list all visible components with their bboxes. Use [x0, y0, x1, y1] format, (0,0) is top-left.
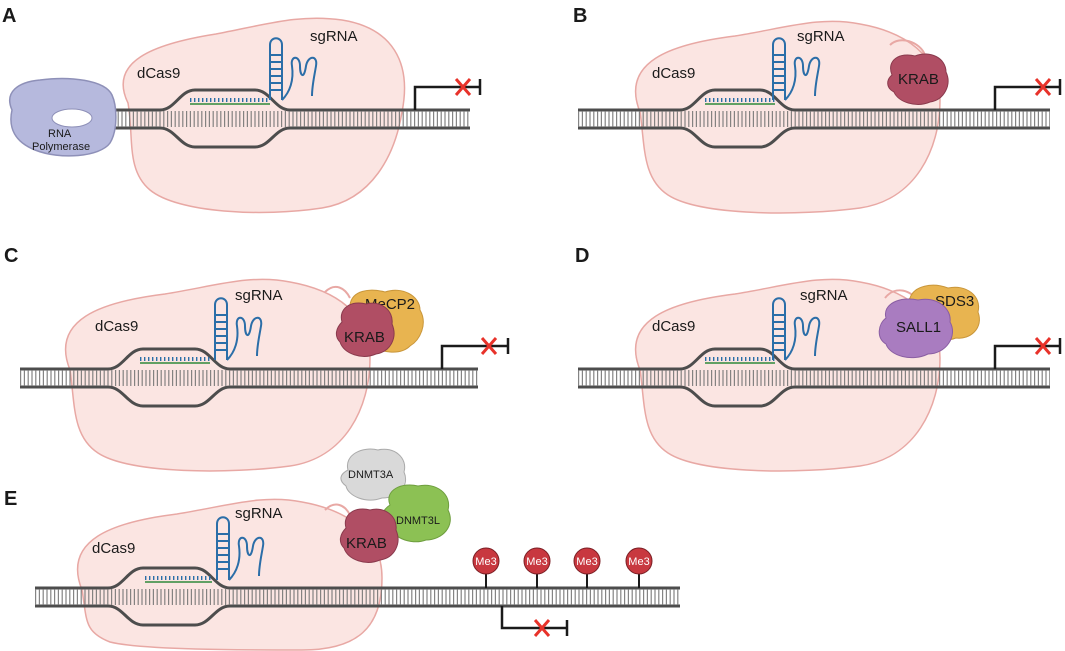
krab-domain: KRAB [335, 302, 395, 357]
dnmt3a-label: DNMT3A [348, 469, 394, 481]
dna-strand [578, 347, 1050, 408]
krab-domain: KRAB [887, 53, 949, 105]
sds3-label: SDS3 [935, 293, 974, 310]
methyl-mark-label: Me3 [526, 556, 547, 568]
dcas9-protein [122, 17, 406, 214]
methyl-mark-label: Me3 [576, 556, 597, 568]
dnmt3l-label: DNMT3L [396, 515, 440, 527]
block-x-icon [533, 619, 551, 637]
rna-polymerase-label-line1: RNA [48, 128, 72, 140]
panel-letter: E [4, 488, 17, 510]
blocked-promoter [440, 337, 510, 369]
panel-e: E dCas9 sgRNA DNMT3A DNMT3L [4, 448, 680, 651]
blocked-promoter [993, 337, 1062, 369]
dna-strand [578, 88, 1050, 149]
block-x-icon [1034, 78, 1052, 96]
guide-duplex [145, 576, 212, 583]
sgrna-hairpin [214, 297, 263, 361]
dcas9-label: dCas9 [652, 318, 695, 335]
block-x-icon [480, 337, 498, 355]
methyl-mark: Me3 [625, 547, 653, 588]
methyl-mark: Me3 [472, 547, 500, 588]
dcas9-label: dCas9 [652, 65, 695, 82]
dcas9-label: dCas9 [92, 540, 135, 557]
block-x-icon [1034, 337, 1052, 355]
sgrna-hairpin [216, 516, 265, 581]
dcas9-label: dCas9 [95, 318, 138, 335]
krab-label: KRAB [344, 329, 385, 346]
blocked-promoter [993, 78, 1062, 110]
guide-duplex [190, 98, 270, 105]
dna-strand [35, 566, 680, 627]
methyl-marks: Me3 Me3 Me3 Me3 [472, 547, 653, 588]
krab-label: KRAB [346, 535, 387, 552]
panel-letter: D [575, 245, 589, 267]
methyl-mark: Me3 [523, 547, 551, 588]
panel-a: A dCas9 sgRNA RNA Polymerase [2, 5, 482, 214]
methyl-mark: Me3 [573, 547, 601, 588]
dna-strand [20, 347, 478, 408]
guide-duplex [140, 357, 210, 364]
blocked-promoter [413, 78, 482, 110]
methyl-mark-label: Me3 [475, 556, 496, 568]
dnmt3l-domain: DNMT3L [382, 484, 451, 543]
panel-letter: C [4, 245, 18, 267]
panel-letter: A [2, 5, 16, 27]
blocked-promoter [500, 606, 569, 637]
block-x-icon [454, 78, 472, 96]
sgrna-label: sgRNA [310, 28, 358, 45]
rna-polymerase-label-line2: Polymerase [32, 141, 90, 153]
methyl-mark-label: Me3 [628, 556, 649, 568]
sgrna-hairpin [269, 37, 318, 101]
sall1-domain: SALL1 [878, 298, 953, 359]
krab-label: KRAB [898, 71, 939, 88]
sgrna-label: sgRNA [235, 287, 283, 304]
krab-domain: KRAB [339, 508, 399, 563]
sgrna-label: sgRNA [235, 505, 283, 522]
sgrna-hairpin [772, 297, 821, 361]
guide-duplex [705, 98, 775, 105]
panel-b: B dCas9 sgRNA KRAB [573, 5, 1062, 214]
panel-d: D dCas9 sgRNA SDS3 SALL1 [575, 245, 1062, 472]
dna-strand [110, 88, 470, 149]
sgrna-label: sgRNA [800, 287, 848, 304]
dnmt3a-domain: DNMT3A [340, 448, 406, 501]
sgrna-label: sgRNA [797, 28, 845, 45]
sgrna-hairpin [772, 37, 821, 101]
rna-polymerase: RNA Polymerase [9, 77, 117, 157]
panel-c: C dCas9 sgRNA MeCP2 KRAB [4, 245, 510, 472]
sall1-label: SALL1 [896, 319, 941, 336]
dcas9-label: dCas9 [137, 65, 180, 82]
panel-letter: B [573, 5, 587, 27]
guide-duplex [705, 357, 775, 364]
